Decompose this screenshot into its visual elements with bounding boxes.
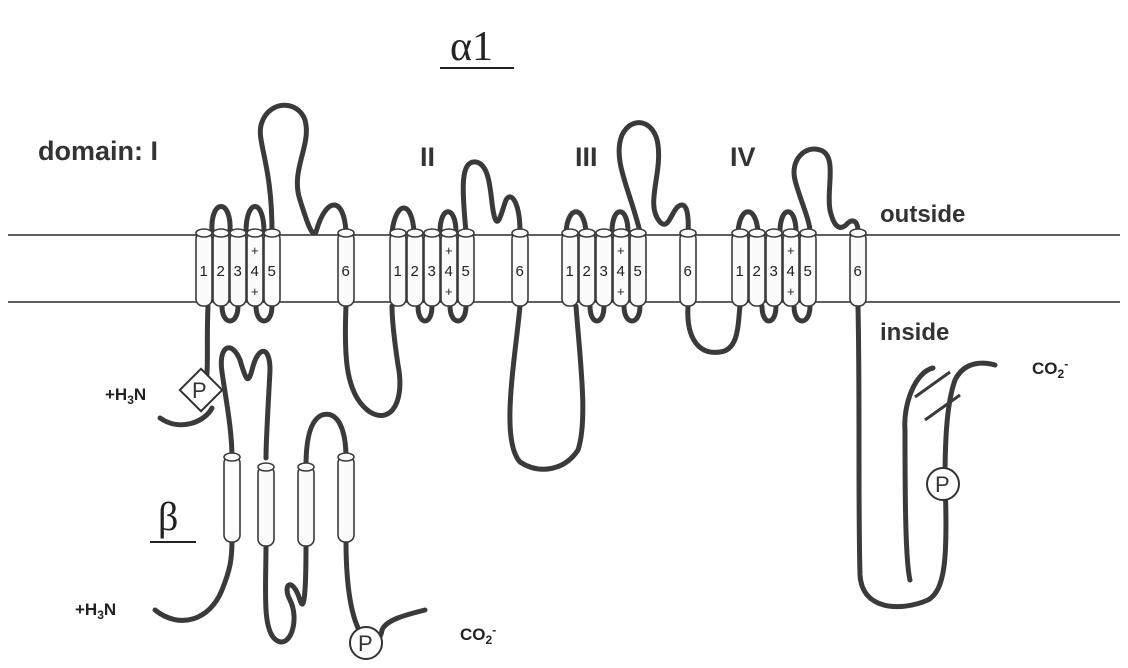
charge-plus-top: +	[445, 243, 453, 258]
helix-d3-s4: 4 + +	[613, 229, 629, 306]
phospho-label: P	[935, 472, 950, 497]
helix-number: 1	[566, 263, 574, 280]
helix-d1-s5: 5	[264, 229, 280, 306]
beta-helix	[258, 466, 274, 546]
helix-number: 6	[342, 263, 350, 280]
helix-number: 6	[516, 263, 524, 280]
helix-d4-s6: 6	[850, 229, 866, 306]
domain-label-iii: III	[575, 142, 598, 172]
alpha1-c-tail	[858, 306, 995, 607]
helix-d3-s6: 6	[680, 229, 696, 306]
helix-number: 6	[684, 263, 692, 280]
helix-number: 4	[617, 263, 625, 280]
helix-number: 6	[854, 263, 862, 280]
helix-d1-s2: 2	[213, 229, 229, 306]
beta-c-terminus: CO2-	[460, 623, 496, 647]
helix-d2-s3: 3	[424, 229, 440, 306]
charge-plus-top: +	[251, 243, 259, 258]
beta-helices	[224, 453, 354, 546]
beta-label: β	[158, 494, 178, 539]
helix-d1-s6: 6	[338, 229, 354, 306]
helix-number: 3	[770, 263, 778, 280]
helix-d4-s4: 4 + +	[783, 229, 799, 306]
charge-plus-top: +	[787, 243, 795, 258]
alpha1-c-terminus: CO2-	[1032, 357, 1068, 381]
helix-number: 4	[251, 263, 259, 280]
outside-label: outside	[880, 201, 965, 228]
helix-number: 5	[462, 263, 470, 280]
helix-d1-s4: 4 + +	[247, 229, 263, 306]
charge-plus-bottom: +	[251, 284, 259, 299]
alpha1-phospho-cterm: P	[927, 468, 959, 500]
helix-number: 5	[268, 263, 276, 280]
beta-helix	[298, 466, 314, 546]
charge-plus-top: +	[617, 243, 625, 258]
helix-d3-s3: 3	[596, 229, 612, 306]
helix-d3-s1: 1	[562, 229, 578, 306]
helix-number: 3	[600, 263, 608, 280]
domain-label-ii: II	[420, 142, 435, 172]
phospho-label: P	[358, 631, 373, 656]
beta-helix	[224, 456, 240, 542]
beta-n-terminus: +H3N	[75, 600, 116, 622]
alpha1-n-terminus: +H3N	[105, 385, 146, 407]
helix-number: 3	[234, 263, 242, 280]
charge-plus-bottom: +	[445, 284, 453, 299]
helix-d3-s5: 5	[630, 229, 646, 306]
helix-d2-s1: 1	[390, 229, 406, 306]
helix-number: 1	[394, 263, 402, 280]
helix-d2-s4: 4 + +	[441, 229, 457, 306]
helix-number: 2	[411, 263, 419, 280]
helix-d4-s1: 1	[732, 229, 748, 306]
alpha1-chain	[160, 105, 995, 606]
inside-label: inside	[880, 319, 949, 346]
alpha1-phospho-nterm: P	[180, 369, 222, 411]
helix-d4-s3: 3	[766, 229, 782, 306]
helix-number: 1	[736, 263, 744, 280]
helix-number: 5	[804, 263, 812, 280]
domain-label-i: domain: I	[38, 136, 158, 166]
charge-plus-bottom: +	[787, 284, 795, 299]
helix-d2-s5: 5	[458, 229, 474, 306]
beta-phospho: P	[350, 627, 382, 659]
helix-number: 5	[634, 263, 642, 280]
phospho-label: P	[192, 378, 207, 403]
domain-label-iv: IV	[730, 142, 756, 172]
helix-d1-s3: 3	[230, 229, 246, 306]
helix-number: 1	[200, 263, 208, 280]
alpha1-title: α1	[450, 24, 493, 70]
helix-number: 2	[583, 263, 591, 280]
helix-number: 2	[753, 263, 761, 280]
helix-d2-s2: 2	[407, 229, 423, 306]
helix-d1-s1: 1	[196, 229, 212, 306]
helix-d4-s2: 2	[749, 229, 765, 306]
helix-number: 4	[445, 263, 453, 280]
helix-number: 3	[428, 263, 436, 280]
helix-number: 2	[217, 263, 225, 280]
helix-d4-s5: 5	[800, 229, 816, 306]
beta-helix	[338, 456, 354, 542]
helix-d2-s6: 6	[512, 229, 528, 306]
charge-plus-bottom: +	[617, 284, 625, 299]
helix-d3-s2: 2	[579, 229, 595, 306]
helix-number: 4	[787, 263, 795, 280]
